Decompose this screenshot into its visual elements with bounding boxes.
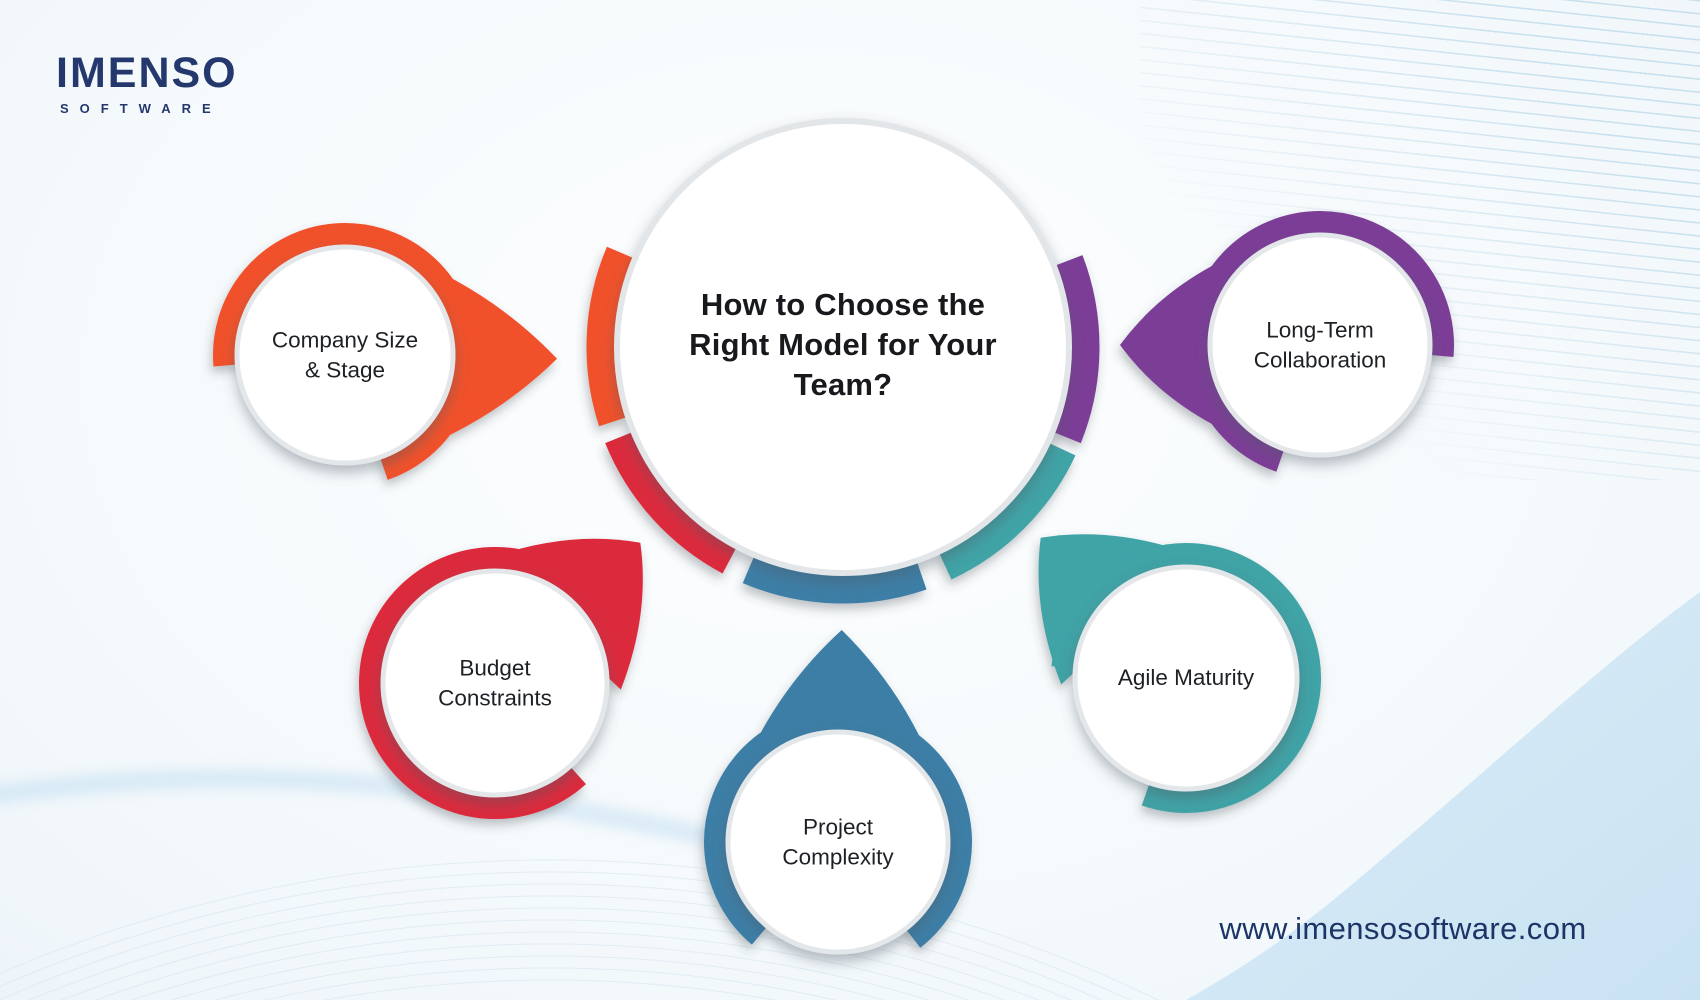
node-circle-agile-maturity	[1072, 564, 1300, 792]
node-circle-project-complexity	[725, 729, 951, 955]
node-ring-company-size-stage	[213, 223, 477, 487]
ripple-arc	[0, 871, 1131, 1000]
node-project-complexity	[704, 630, 972, 976]
diagram-title-line-2: Right Model for Your	[689, 327, 997, 363]
diagram-title: How to Choose the Right Model for Your T…	[689, 285, 997, 405]
node-circle-company-size-stage	[234, 244, 456, 466]
node-label-budget-constraints: Budget Constraints	[438, 655, 552, 710]
node-ring-agile-maturity	[1051, 543, 1321, 813]
center-arc-company-size-stage	[586, 90, 1100, 604]
bg-bottom-left-ripples	[0, 859, 1159, 1000]
center-arc-project-complexity	[586, 90, 1100, 604]
center-arc-long-term-collaboration	[586, 90, 1100, 604]
ripple-arc	[0, 883, 1102, 1000]
ripple-arc	[263, 967, 837, 1000]
ripple-arc	[0, 859, 1159, 1000]
satellite-node-shapes	[213, 211, 1454, 976]
website-url[interactable]: www.imensosoftware.com	[1219, 911, 1587, 946]
ripple-arc	[29, 895, 1071, 1000]
node-ring-long-term-collaboration	[1186, 211, 1454, 479]
brand-logo: IMENSO SOFTWARE	[56, 49, 238, 117]
node-label-long-term-collaboration: Long-Term Collaboration	[1253, 317, 1387, 372]
node-label-agile-maturity: Agile Maturity	[1117, 665, 1255, 691]
node-circle-budget-constraints	[380, 568, 610, 798]
bg-bottom-right-swoosh	[1186, 592, 1700, 1000]
node-label-company-size-stage: Company Size & Stage	[271, 327, 419, 382]
ripple-arc	[171, 943, 929, 1000]
ripple-arc	[130, 931, 970, 1000]
node-long-term-collaboration	[1120, 211, 1454, 479]
diagram-title-line-1: How to Choose the	[700, 287, 986, 323]
ripple-arc	[95, 919, 1005, 1000]
node-ring-project-complexity	[704, 708, 972, 976]
brand-tagline: SOFTWARE	[60, 101, 222, 116]
center-arc-budget-constraints	[586, 90, 1100, 604]
ripple-arc	[323, 979, 777, 1000]
node-agile-maturity	[1038, 534, 1321, 813]
brand-name: IMENSO	[56, 49, 238, 97]
diagram-title-line-3: Team?	[793, 366, 893, 402]
ripple-arc	[60, 907, 1040, 1000]
node-company-size-stage	[213, 223, 557, 487]
node-ring-budget-constraints	[358, 547, 631, 819]
node-label-project-complexity: Project Complexity	[782, 814, 894, 869]
node-budget-constraints	[358, 538, 643, 819]
ripple-arc	[214, 955, 886, 1000]
center-circle	[614, 118, 1072, 576]
node-circle-long-term-collaboration	[1207, 232, 1433, 458]
